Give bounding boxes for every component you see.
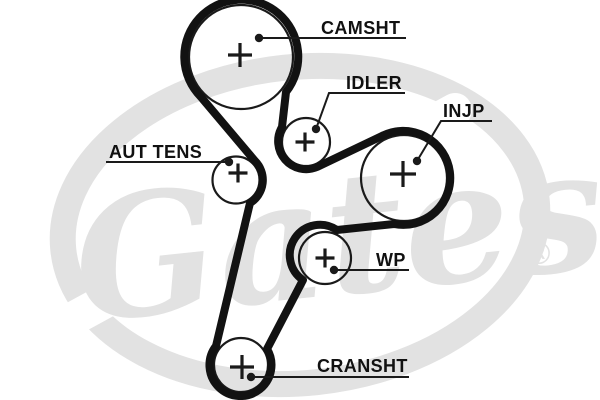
gates-watermark: Gates ® [8,52,600,398]
injp-center-mark [390,161,416,187]
camsht-pulley [187,3,295,111]
wp-pulley [297,230,353,286]
idler-leader [311,92,405,134]
aut-tens-leader [106,157,234,167]
cransht-center-mark [230,355,254,379]
wp-center-mark [315,248,335,268]
watermark-oval [49,52,551,398]
camsht-center-mark [228,43,252,67]
aut-tens-center-mark [228,163,248,183]
label-wp: WP [376,250,406,270]
registered-trademark: ® [524,237,554,272]
label-cransht: CRANSHT [317,356,408,376]
cransht-leader [246,372,409,382]
label-injp: INJP [443,101,485,121]
idler-center-mark [295,132,315,152]
timing-belt [180,0,455,400]
label-idler: IDLER [346,73,402,93]
camsht-leader [254,33,406,43]
injp-leader [412,120,492,166]
wp-leader [329,265,409,275]
label-camsht: CAMSHT [321,18,401,38]
label-aut-tens: AUT TENS [109,142,203,162]
watermark-swoosh [8,93,472,362]
